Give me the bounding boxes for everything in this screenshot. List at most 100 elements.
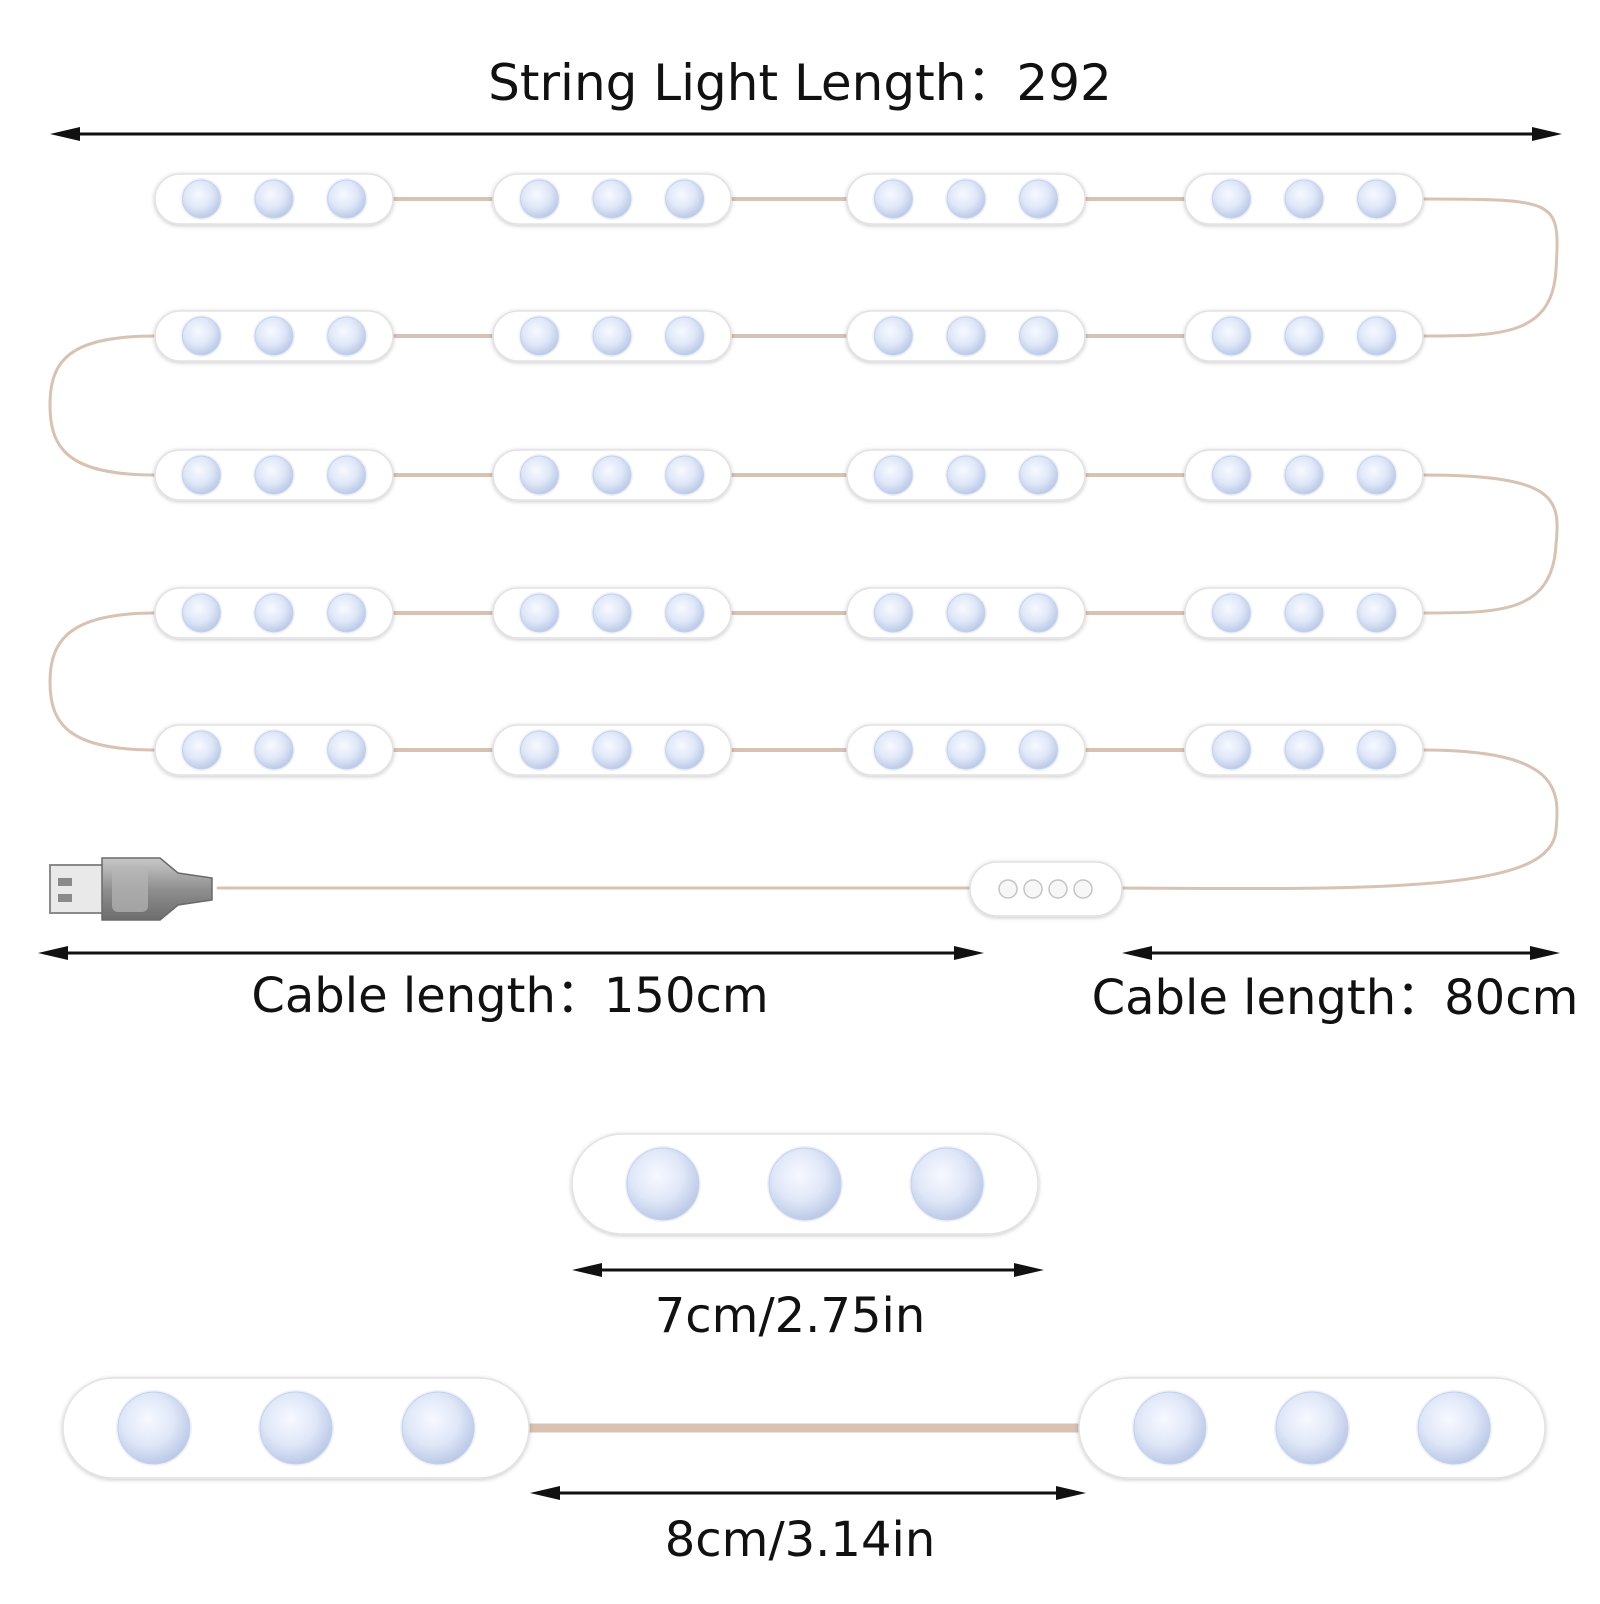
led [946,455,986,495]
led [946,316,986,356]
led [873,593,913,633]
led [519,179,559,219]
light-module [154,310,394,362]
light-module [846,449,1086,501]
light-module [1184,587,1424,639]
led [254,455,294,495]
led [873,730,913,770]
led [1357,730,1397,770]
loop-wire-right [1421,197,1559,338]
led [665,593,705,633]
led [768,1147,842,1221]
led [1211,455,1251,495]
led [1019,179,1059,219]
led [873,316,913,356]
module-width-label: 7cm/2.75in [654,1288,926,1344]
led [181,455,221,495]
led [665,179,705,219]
led [519,455,559,495]
led [665,455,705,495]
led [519,316,559,356]
cable-length-right-arrow [1122,946,1560,960]
loop-wire-right [1421,473,1559,615]
modules-layer [62,173,1546,1479]
controller-button [998,879,1018,899]
led [519,730,559,770]
arrow-head-right [954,946,984,960]
arrows-layer [38,127,1562,1500]
arrow-head-left [50,127,80,141]
led [1284,730,1324,770]
light-module [154,587,394,639]
light-module [1184,310,1424,362]
light-module [154,449,394,501]
led [181,179,221,219]
light-module [846,587,1086,639]
led [1211,730,1251,770]
led [1019,593,1059,633]
led [259,1391,333,1465]
light-module [1184,449,1424,501]
arrow-head-left [1122,946,1152,960]
led [181,316,221,356]
light-module [492,724,732,776]
parts-layer [49,857,1123,921]
led [117,1391,191,1465]
module-spacing-label: 8cm/3.14in [664,1512,936,1568]
light-module [846,724,1086,776]
detail-module-single [571,1133,1039,1235]
led [665,730,705,770]
led [946,593,986,633]
controller-body [969,861,1123,917]
led [1019,730,1059,770]
module-spacing-arrow [530,1486,1086,1500]
usb-plug [49,857,213,921]
light-module [1184,173,1424,225]
detail-module-left [62,1377,530,1479]
light-module [1184,724,1424,776]
usb-shell [49,864,105,914]
led [592,179,632,219]
arrow-head-right [1014,1263,1044,1277]
controller [969,861,1123,917]
led [1357,593,1397,633]
loop-wire-left [48,334,157,477]
led [1284,455,1324,495]
led [254,179,294,219]
led [254,730,294,770]
loop-wire-left [48,611,157,752]
arrow-head-left [38,946,68,960]
led [327,179,367,219]
module-width-arrow [572,1263,1044,1277]
led [1275,1391,1349,1465]
led [327,730,367,770]
led [592,730,632,770]
led [181,593,221,633]
cable-length-left-label: Cable length：150cm [251,968,769,1024]
usb-contact [58,894,72,902]
led [181,730,221,770]
detail-module-right [1078,1377,1546,1479]
cable-length-left-arrow [38,946,984,960]
led [592,593,632,633]
led [873,179,913,219]
string-light-length-label: String Light Length：292 [488,54,1112,112]
light-module [492,587,732,639]
light-module [492,173,732,225]
controller-button [1023,879,1043,899]
controller-button [1073,879,1093,899]
arrow-head-right [1530,946,1560,960]
led [327,593,367,633]
arrow-head-right [1532,127,1562,141]
led [254,593,294,633]
led [592,316,632,356]
led [1211,593,1251,633]
led [1284,316,1324,356]
led [946,179,986,219]
light-module [846,310,1086,362]
controller-to-string-wire [1118,748,1559,891]
led [592,455,632,495]
arrow-head-right [1056,1486,1086,1500]
